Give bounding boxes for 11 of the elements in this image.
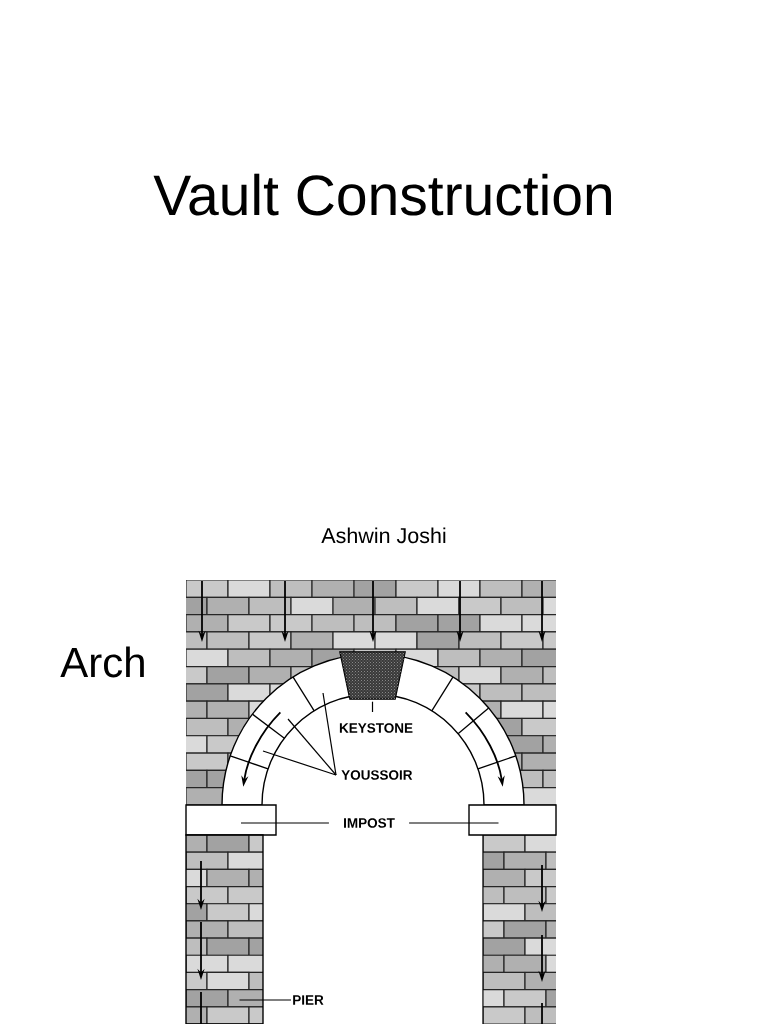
part-label: PIER (293, 995, 324, 1005)
leader-line (408, 822, 500, 824)
author-name: Ashwin Joshi (321, 527, 446, 544)
leader-line (240, 822, 330, 824)
leader-line (238, 999, 292, 1001)
brick-pier (185, 834, 264, 1024)
heading: Arch (60, 646, 144, 678)
part-label: IMPOST (344, 818, 395, 828)
title: Vault Construction (153, 173, 611, 216)
impost-block (468, 804, 557, 836)
impost-block (185, 804, 277, 836)
